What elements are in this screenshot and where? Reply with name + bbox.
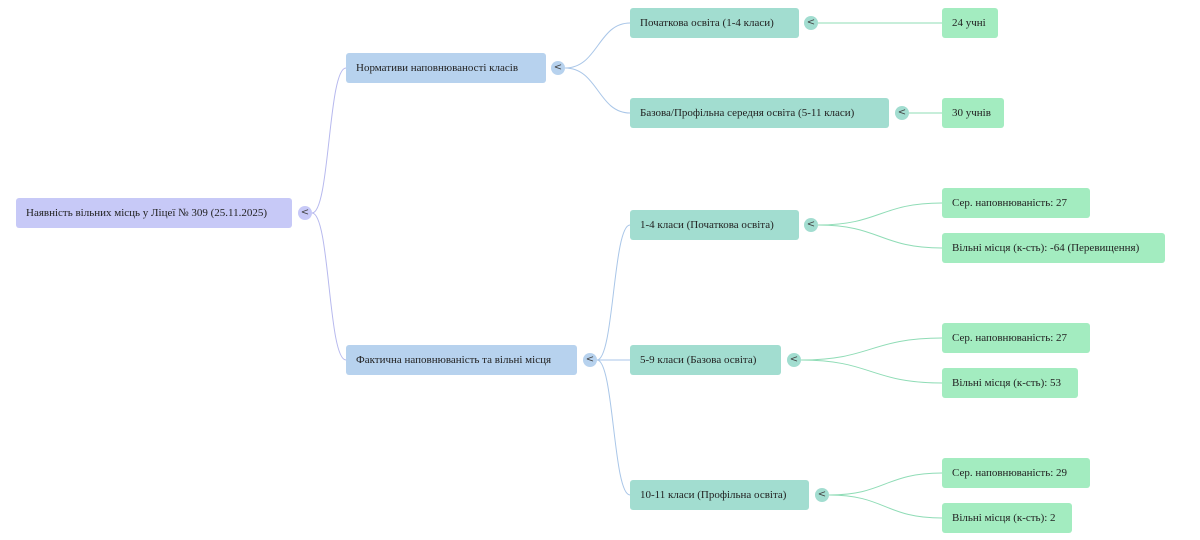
root-node-label: Наявність вільних місць у Ліцеї № 309 (2… <box>26 207 268 219</box>
leaf-grades-5-9-avg-occupancy-label: Сер. наповнюваність: 27 <box>952 332 1068 344</box>
collapse-toggle-root[interactable]: < <box>298 206 312 220</box>
edge-root-actual <box>311 212 347 361</box>
leaf-grades-1-4-free-seats[interactable]: Вільні місця (к-сть): -64 (Перевищення) <box>942 233 1165 263</box>
leaf-grades-5-9-free-seats[interactable]: Вільні місця (к-сть): 53 <box>942 368 1078 398</box>
node-grades-10-11-label: 10-11 класи (Профільна освіта) <box>640 489 787 501</box>
collapse-toggle-primary-education-norm[interactable]: < <box>804 16 818 30</box>
leaf-secondary-norm-value[interactable]: 30 учнів <box>942 98 1004 128</box>
leaf-grades-10-11-free-seats[interactable]: Вільні місця (к-сть): 2 <box>942 503 1072 533</box>
edge-10-11-free <box>828 494 943 519</box>
edge-5-9-free <box>800 359 943 384</box>
edge-1-4-free <box>817 224 943 249</box>
node-primary-education-norm-label: Початкова освіта (1-4 класи) <box>640 17 774 29</box>
collapse-toggle-grades-5-9[interactable]: < <box>787 353 801 367</box>
edge-norms-primary <box>564 22 631 69</box>
leaf-grades-1-4-avg-occupancy[interactable]: Сер. наповнюваність: 27 <box>942 188 1090 218</box>
leaf-grades-10-11-free-seats-label: Вільні місця (к-сть): 2 <box>952 512 1056 524</box>
collapse-toggle-secondary-education-norm[interactable]: < <box>895 106 909 120</box>
node-actual-occupancy-label: Фактична наповнюваність та вільні місця <box>356 354 552 366</box>
node-secondary-education-norm[interactable]: Базова/Профільна середня освіта (5-11 кл… <box>630 98 889 128</box>
leaf-grades-1-4-avg-occupancy-label: Сер. наповнюваність: 27 <box>952 197 1068 209</box>
node-grades-5-9[interactable]: 5-9 класи (Базова освіта) <box>630 345 781 375</box>
collapse-toggle-grades-10-11[interactable]: < <box>815 488 829 502</box>
node-class-size-norms[interactable]: Нормативи наповнюваності класів <box>346 53 546 83</box>
node-grades-1-4[interactable]: 1-4 класи (Початкова освіта) <box>630 210 799 240</box>
leaf-secondary-norm-value-label: 30 учнів <box>952 107 991 119</box>
root-node[interactable]: Наявність вільних місць у Ліцеї № 309 (2… <box>16 198 292 228</box>
node-secondary-education-norm-label: Базова/Профільна середня освіта (5-11 кл… <box>640 107 855 119</box>
leaf-grades-5-9-avg-occupancy[interactable]: Сер. наповнюваність: 27 <box>942 323 1090 353</box>
edge-norms-secondary <box>564 67 631 114</box>
edge-5-9-avg <box>800 337 943 361</box>
edge-actual-1-4 <box>596 224 631 361</box>
node-actual-occupancy[interactable]: Фактична наповнюваність та вільні місця <box>346 345 577 375</box>
collapse-toggle-actual-occupancy[interactable]: < <box>583 353 597 367</box>
edge-10-11-avg <box>828 472 943 496</box>
node-grades-5-9-label: 5-9 класи (Базова освіта) <box>640 354 757 366</box>
node-grades-1-4-label: 1-4 класи (Початкова освіта) <box>640 219 774 231</box>
leaf-grades-10-11-avg-occupancy-label: Сер. наповнюваність: 29 <box>952 467 1068 479</box>
leaf-grades-5-9-free-seats-label: Вільні місця (к-сть): 53 <box>952 377 1062 389</box>
edge-1-4-avg <box>817 202 943 226</box>
node-grades-10-11[interactable]: 10-11 класи (Профільна освіта) <box>630 480 809 510</box>
node-primary-education-norm[interactable]: Початкова освіта (1-4 класи) <box>630 8 799 38</box>
collapse-toggle-grades-1-4[interactable]: < <box>804 218 818 232</box>
node-class-size-norms-label: Нормативи наповнюваності класів <box>356 62 519 74</box>
leaf-primary-norm-value[interactable]: 24 учні <box>942 8 998 38</box>
edge-actual-10-11 <box>596 359 631 496</box>
edge-root-norms <box>311 67 347 214</box>
leaf-grades-1-4-free-seats-label: Вільні місця (к-сть): -64 (Перевищення) <box>952 242 1140 254</box>
leaf-grades-10-11-avg-occupancy[interactable]: Сер. наповнюваність: 29 <box>942 458 1090 488</box>
collapse-toggle-class-size-norms[interactable]: < <box>551 61 565 75</box>
leaf-primary-norm-value-label: 24 учні <box>952 17 986 29</box>
